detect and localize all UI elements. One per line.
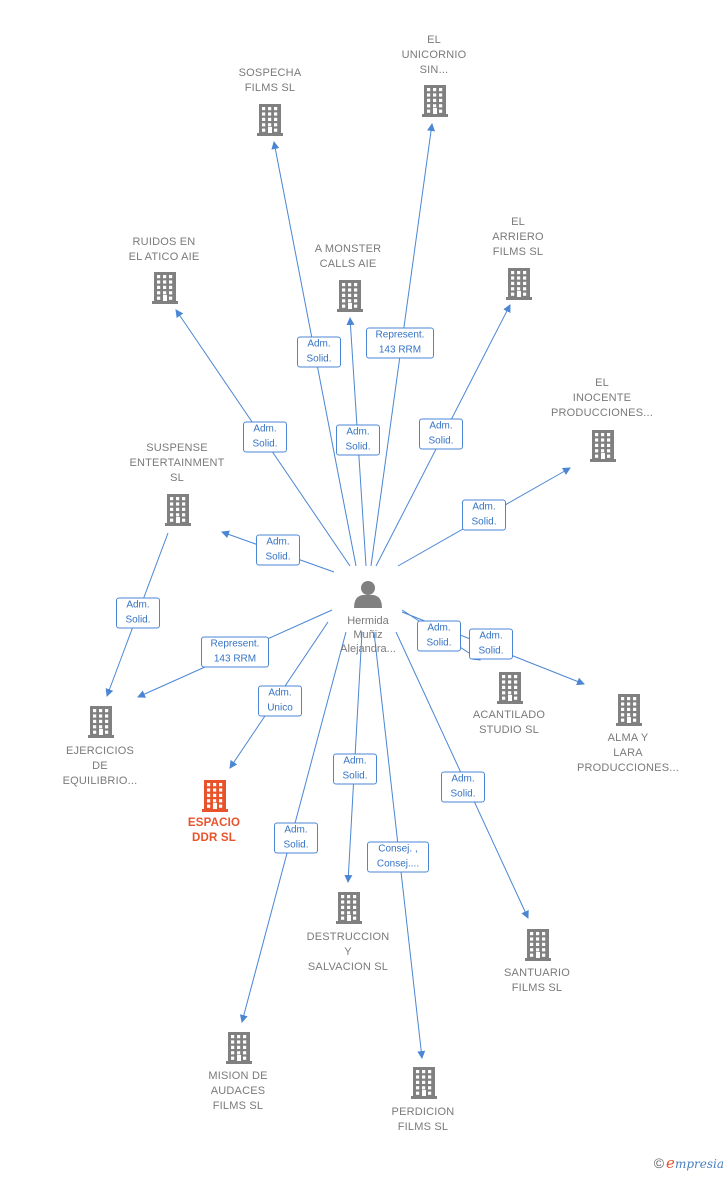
brand-name: mpresia — [674, 1157, 724, 1171]
role-badge-suspense[interactable]: Adm. Solid. — [256, 534, 300, 566]
company-label-monster[interactable]: A MONSTER CALLS AIE — [314, 243, 382, 270]
role-badge-monster[interactable]: Adm. Solid. — [336, 424, 380, 456]
company-label-acantilado[interactable]: ACANTILADO STUDIO SL — [472, 709, 546, 736]
role-badge-ruidos[interactable]: Adm. Solid. — [243, 421, 287, 453]
company-label-ruidos[interactable]: RUIDOS EN EL ATICO AIE — [128, 236, 200, 263]
building-icon-suspense[interactable] — [165, 494, 191, 526]
brand-initial: e — [666, 1154, 675, 1172]
company-label-inocente[interactable]: EL INOCENTE PRODUCCIONES... — [550, 377, 653, 419]
building-icon-santuario[interactable] — [525, 929, 551, 961]
company-label-ejercicios[interactable]: EJERCICIOS DE EQUILIBRIO... — [62, 745, 138, 787]
company-label-almalara[interactable]: ALMA Y LARA PRODUCCIONES... — [576, 732, 679, 774]
building-icon-sospecha[interactable] — [257, 104, 283, 136]
company-label-santuario[interactable]: SANTUARIO FILMS SL — [504, 967, 570, 994]
company-label-espacio[interactable]: ESPACIO DDR SL — [187, 817, 241, 844]
role-badge-destruccion[interactable]: Adm. Solid. — [333, 753, 377, 785]
person-label[interactable]: Hermida Muñiz Alejandra... — [340, 615, 396, 655]
role-badge-ejercicios[interactable]: Represent. 143 RRM — [201, 636, 269, 668]
company-label-suspense[interactable]: SUSPENSE ENTERTAINMENT SL — [129, 442, 225, 484]
building-icon-perdicion[interactable] — [411, 1067, 437, 1099]
building-icon-mision[interactable] — [226, 1032, 252, 1064]
company-label-unicornio[interactable]: EL UNICORNIO SIN... — [401, 34, 467, 76]
role-badge-santuario[interactable]: Adm. Solid. — [441, 771, 485, 803]
building-icon-destruccion[interactable] — [336, 892, 362, 924]
person-icon[interactable] — [354, 581, 382, 608]
empresia-logo: ©empresia — [654, 1154, 724, 1172]
role-badge-sospecha[interactable]: Adm. Solid. — [297, 336, 341, 368]
building-icon-monster[interactable] — [337, 280, 363, 312]
company-label-sospecha[interactable]: SOSPECHA FILMS SL — [238, 67, 302, 94]
role-badge-inocente[interactable]: Adm. Solid. — [462, 499, 506, 531]
role-badge-suspense-ejercicios[interactable]: Adm. Solid. — [116, 597, 160, 629]
building-icon-almalara[interactable] — [616, 694, 642, 726]
role-badge-arriero[interactable]: Adm. Solid. — [419, 418, 463, 450]
company-label-perdicion[interactable]: PERDICION FILMS SL — [391, 1106, 455, 1133]
building-icon-unicornio[interactable] — [422, 85, 448, 117]
role-badge-unicornio[interactable]: Represent. 143 RRM — [366, 327, 434, 359]
building-icon-ejercicios[interactable] — [88, 706, 114, 738]
company-label-mision[interactable]: MISION DE AUDACES FILMS SL — [208, 1070, 268, 1112]
building-icon-espacio[interactable] — [202, 780, 228, 812]
building-icon-ruidos[interactable] — [152, 272, 178, 304]
building-icon-arriero[interactable] — [506, 268, 532, 300]
building-icon-acantilado[interactable] — [497, 672, 523, 704]
role-badge-acantilado[interactable]: Adm. Solid. — [417, 620, 461, 652]
company-label-destruccion[interactable]: DESTRUCCION Y SALVACION SL — [306, 931, 390, 973]
company-label-arriero[interactable]: EL ARRIERO FILMS SL — [492, 216, 544, 258]
copyright-symbol: © — [653, 1155, 665, 1171]
role-badge-espacio[interactable]: Adm. Unico — [258, 685, 302, 717]
role-badge-almalara[interactable]: Adm. Solid. — [469, 628, 513, 660]
role-badge-perdicion[interactable]: Consej. , Consej.... — [367, 841, 429, 873]
role-badge-mision[interactable]: Adm. Solid. — [274, 822, 318, 854]
building-icon-inocente[interactable] — [590, 430, 616, 462]
